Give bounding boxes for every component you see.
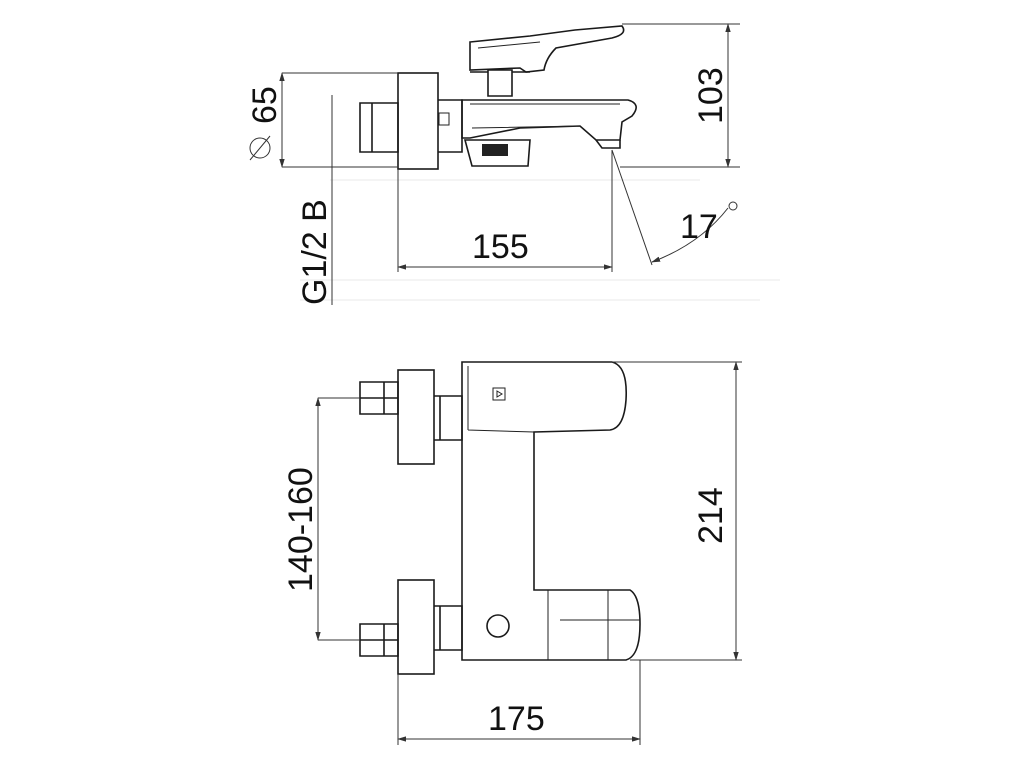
dim-height-top: 103 <box>620 23 740 168</box>
front-body <box>461 361 641 661</box>
diameter-symbol-icon <box>249 135 271 161</box>
logo-icon <box>492 387 506 401</box>
dim-centers: 140-160 <box>282 397 360 641</box>
width-front-label: 175 <box>488 700 545 738</box>
dim-width-front: 175 <box>397 660 641 745</box>
thread-label: G1/2 B <box>296 199 334 305</box>
diameter-label: 65 <box>246 86 284 124</box>
ghost-lines <box>300 179 780 301</box>
front-escutcheon-lower <box>397 579 435 675</box>
height-front-label: 214 <box>692 487 730 544</box>
diverter-knob <box>486 614 510 638</box>
side-diverter <box>463 139 531 167</box>
side-neck <box>438 99 463 153</box>
dim-thread: G1/2 B <box>296 95 334 305</box>
dim-length-top: 155 <box>397 150 613 272</box>
front-connector-upper <box>359 381 399 415</box>
angle-label: 17 <box>680 208 718 246</box>
height-top-label: 103 <box>692 67 730 124</box>
side-handle <box>469 25 625 73</box>
side-escutcheon <box>397 72 439 170</box>
side-view: 65 G1/2 B 103 155 17 <box>246 23 740 305</box>
centers-label: 140-160 <box>282 467 320 592</box>
degree-symbol-icon <box>728 201 738 211</box>
front-view: 140-160 214 175 <box>282 361 742 745</box>
front-escutcheon-upper <box>397 369 435 465</box>
side-connector <box>359 102 399 153</box>
side-body <box>461 99 637 141</box>
front-connector-lower <box>359 623 399 657</box>
length-top-label: 155 <box>472 228 529 266</box>
dim-diameter: 65 <box>246 72 398 168</box>
dim-angle: 17 <box>611 149 738 266</box>
dim-height-front: 214 <box>612 361 742 661</box>
